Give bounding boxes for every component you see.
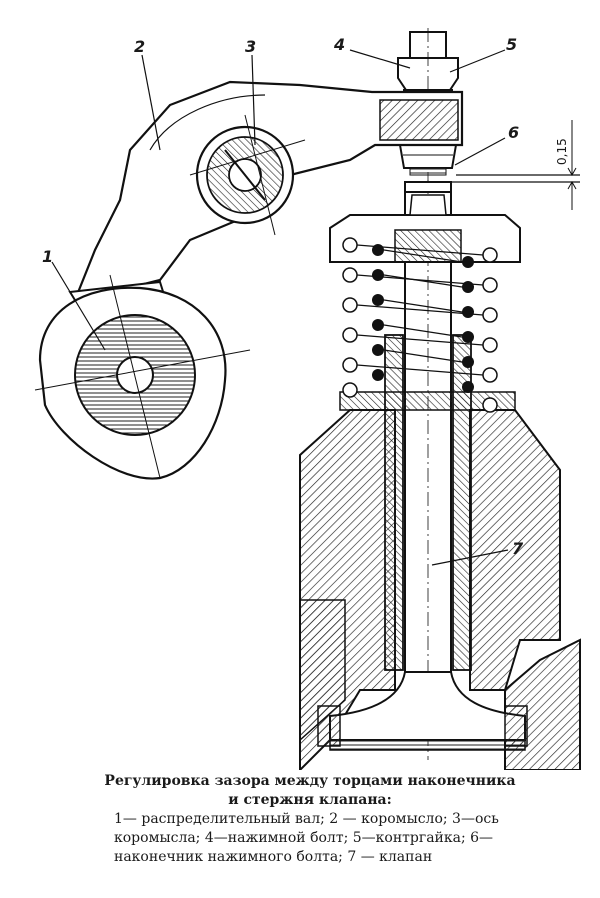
valve [317,180,528,760]
clearance-value: 0,15 [555,138,569,165]
label-6: 6 [508,123,519,142]
figure-caption: Регулировка зазора между торцами наконеч… [100,772,520,867]
caption-title: Регулировка зазора между торцами наконеч… [104,773,516,808]
valve-springs [342,237,498,413]
label-4: 4 [333,35,345,54]
label-5: 5 [506,35,517,54]
valve-guide [384,334,472,671]
clearance-dimension: 0,15 [555,120,577,210]
rocker-axle [189,114,306,236]
caption-text: 1— распределительный вал; 2 — коромысло;… [114,811,499,865]
label-3: 3 [245,37,256,56]
label-2: 2 [134,37,145,56]
valve-clearance-drawing: 0,15 2 3 4 5 6 1 7 [34,28,581,770]
label-7: 7 [512,539,524,558]
leader-lines [51,49,509,566]
label-1: 1 [42,247,53,266]
camshaft [34,274,251,480]
